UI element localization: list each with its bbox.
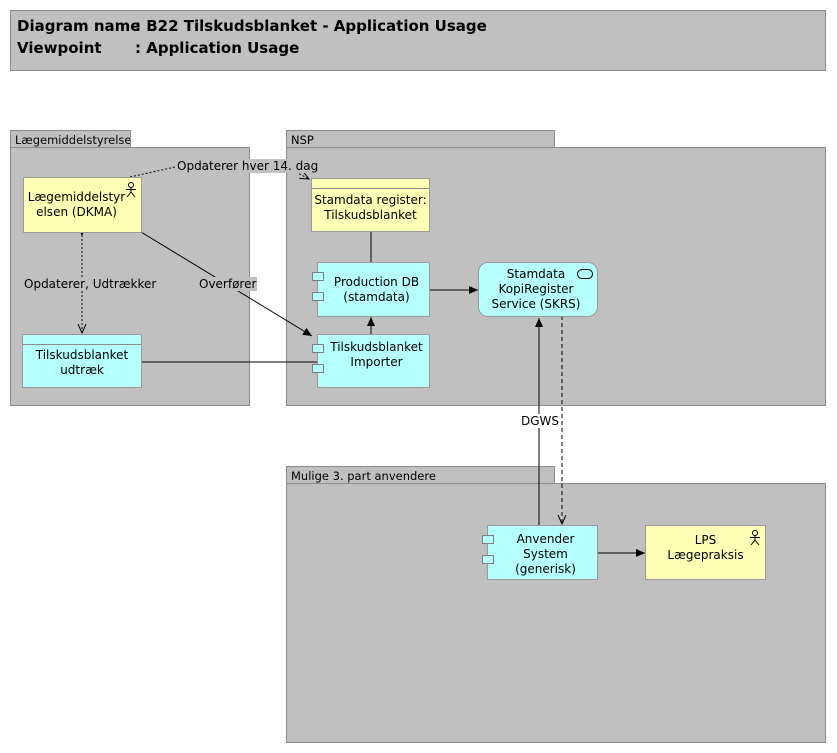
actor-lps-label: LPS Lægepraksis <box>667 533 744 562</box>
label-dgws: DGWS <box>520 414 561 428</box>
data-object-tilskudsblanket-udtraek[interactable]: Tilskudsblanket udtræk <box>22 334 142 388</box>
component-production-db[interactable]: Production DB (stamdata) <box>312 262 430 317</box>
component-tab-icon <box>312 344 324 353</box>
data-object-udtraek-label: Tilskudsblanket udtræk <box>35 348 129 377</box>
actor-dkma[interactable]: Lægemiddelstyr elsen (DKMA) <box>23 177 142 233</box>
component-importer-label: Tilskudsblanket Importer <box>330 340 423 369</box>
diagram-name-value: : B22 Tilskudsblanket - Application Usag… <box>135 17 487 35</box>
component-tab-icon <box>482 535 494 544</box>
service-skrs-label: Stamdata KopiRegister Service (SKRS) <box>491 267 581 311</box>
diagram-header: Diagram name: B22 Tilskudsblanket - Appl… <box>10 10 826 71</box>
actor-dkma-label: Lægemiddelstyr elsen (DKMA) <box>27 190 126 219</box>
group-tab-nsp[interactable]: NSP <box>286 130 555 148</box>
component-tab-icon <box>312 272 324 281</box>
viewpoint-key: Viewpoint <box>17 39 102 57</box>
diagram-name-key: Diagram name <box>17 17 141 35</box>
label-opdaterer-udtraekker: Opdaterer, Udtrækker <box>23 277 158 291</box>
diagram-name-row: Diagram name: B22 Tilskudsblanket - Appl… <box>17 17 487 35</box>
actor-lps[interactable]: LPS Lægepraksis <box>645 525 766 580</box>
viewpoint-value: : Application Usage <box>135 39 300 57</box>
group-tab-mulige-3-part[interactable]: Mulige 3. part anvendere <box>286 466 555 484</box>
label-overforer: Overfører <box>198 277 258 291</box>
actor-icon <box>750 530 760 546</box>
data-object-header-bar <box>23 335 141 345</box>
component-tab-icon <box>482 555 494 564</box>
data-object-header-bar <box>312 179 429 189</box>
relation-opdaterer-14-dag-end[interactable] <box>291 169 309 179</box>
label-opdaterer-14-dag: Opdaterer hver 14. dag <box>176 159 320 173</box>
group-tab-laegemiddelstyrelsen[interactable]: Lægemiddelstyrelsen <box>10 130 131 148</box>
viewpoint-row: Viewpoint : Application Usage <box>17 39 299 57</box>
service-skrs[interactable]: Stamdata KopiRegister Service (SKRS) <box>478 262 598 317</box>
relation-opdaterer-14-dag[interactable] <box>129 166 176 178</box>
component-anvender-system[interactable]: Anvender System (generisk) <box>482 525 598 580</box>
actor-icon <box>126 182 136 198</box>
component-tab-icon <box>312 292 324 301</box>
data-object-stamdata-register[interactable]: Stamdata register: Tilskudsblanket <box>311 178 430 232</box>
data-object-stamdata-register-label: Stamdata register: Tilskudsblanket <box>314 193 427 222</box>
component-tilskudsblanket-importer[interactable]: Tilskudsblanket Importer <box>312 334 430 388</box>
component-tab-icon <box>312 364 324 373</box>
service-icon <box>577 269 593 279</box>
component-production-db-label: Production DB (stamdata) <box>333 274 420 304</box>
component-anvender-label: Anvender System (generisk) <box>515 532 576 576</box>
